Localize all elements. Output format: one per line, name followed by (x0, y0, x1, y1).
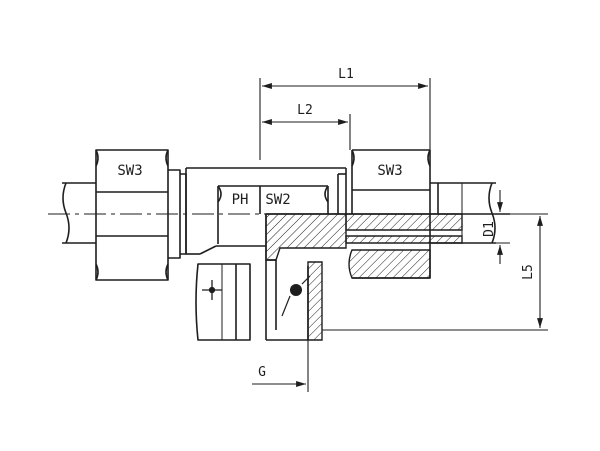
cross-symbol-icon (202, 280, 222, 300)
section-hatching (265, 213, 463, 341)
left-nut (95, 149, 169, 281)
label-ph: PH (232, 192, 249, 208)
dimension-l1 (259, 78, 431, 160)
dimension-g (252, 340, 309, 392)
label-d1: D1 (482, 221, 497, 237)
left-tube (62, 182, 96, 244)
label-l5: L5 (521, 264, 536, 280)
label-l1: L1 (338, 67, 354, 82)
body-main (185, 167, 346, 255)
label-sw2: SW2 (265, 192, 290, 208)
label-l2: L2 (297, 103, 313, 118)
label-sw3-left: SW3 (117, 163, 142, 179)
dimension-l2 (262, 114, 351, 150)
branch-block (195, 263, 251, 341)
o-ring-icon (281, 275, 311, 317)
label-g: G (258, 365, 266, 380)
right-stub (337, 168, 347, 214)
body-hex-profile (217, 185, 329, 244)
dimension-d1 (462, 190, 510, 264)
dimension-l5 (322, 213, 548, 331)
label-sw3-right: SW3 (377, 163, 402, 179)
